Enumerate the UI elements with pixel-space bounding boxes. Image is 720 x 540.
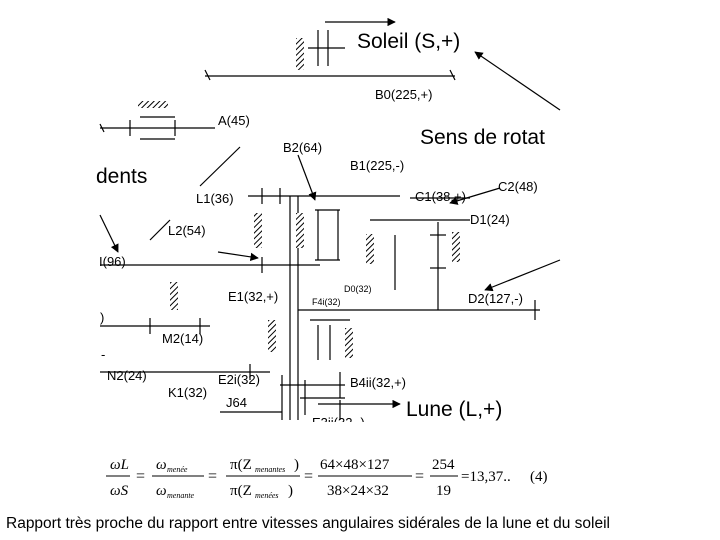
b0-label: B0(225,+)	[375, 87, 432, 102]
e2i-label: E2i(32)	[218, 372, 260, 387]
support-m2	[170, 282, 178, 310]
omega-l: ωL	[110, 457, 129, 473]
c2-label: C2(48)	[498, 179, 538, 194]
sub-menante: menante	[167, 491, 195, 500]
edge-paren-label: )	[100, 310, 104, 325]
pi-denominator: π(Z	[230, 483, 252, 499]
n2-label: N2(24)	[107, 368, 147, 383]
soleil-heading: Soleil (S,+)	[357, 30, 460, 53]
mechanism-lines	[99, 17, 561, 420]
a-label: A(45)	[218, 113, 250, 128]
b2-label: B2(64)	[283, 140, 322, 155]
l2-label: L2(54)	[168, 223, 206, 238]
support-d1	[452, 232, 460, 262]
close-den: )	[288, 483, 293, 499]
j64-label: J64	[226, 395, 247, 410]
b1-label: B1(225,-)	[350, 158, 404, 173]
l1-label: L1(36)	[196, 191, 234, 206]
caption: Rapport très proche du rapport entre vit…	[6, 515, 610, 532]
fraction-denominator: 38×24×32	[327, 483, 389, 499]
d2-label: D2(127,-)	[468, 291, 523, 306]
hatched-supports	[138, 38, 460, 358]
support-b2	[296, 213, 304, 248]
e1-label: E1(32,+)	[228, 289, 278, 304]
omega-menee: ω	[156, 457, 167, 473]
i96-label: I(96)	[99, 254, 126, 269]
c1-label: C1(38,+)	[415, 189, 466, 204]
result-numerator: 254	[432, 457, 455, 473]
sens-rotation-heading: Sens de rotat	[420, 126, 545, 149]
equals-1: =	[136, 468, 145, 485]
k1-label: K1(32)	[168, 385, 207, 400]
support-f4	[345, 328, 353, 358]
support-l1	[254, 213, 262, 248]
lune-heading: Lune (L,+)	[406, 398, 502, 421]
ratio-equation: ωL ωS = ω menée ω menante = π(Z menantes…	[106, 457, 548, 500]
d1-label: D1(24)	[470, 212, 510, 227]
result-denominator: 19	[436, 483, 451, 499]
equals-2: =	[208, 468, 217, 485]
support-c1	[366, 234, 374, 264]
sub-menantes: menantes	[255, 465, 285, 474]
labels: Soleil (S,+) B0(225,+) A(45) Sens de rot…	[96, 30, 545, 430]
equals-4: =	[415, 468, 424, 485]
support-top-bar	[138, 101, 168, 108]
close-num: )	[294, 457, 299, 473]
m2-label: M2(14)	[162, 331, 203, 346]
fraction-numerator: 64×48×127	[320, 457, 390, 473]
diagram-crop-mask	[0, 422, 720, 452]
sub-menees: menées	[255, 491, 279, 500]
equals-3: =	[304, 468, 313, 485]
omega-menante: ω	[156, 483, 167, 499]
b4ii-label: B4ii(32,+)	[350, 375, 406, 390]
pi-numerator: π(Z	[230, 457, 252, 473]
sub-menee: menée	[167, 465, 188, 474]
d0-label: D0(32)	[344, 284, 372, 294]
edge-dash-label: -	[101, 347, 105, 362]
support-e1	[268, 320, 276, 352]
support-soleil	[296, 38, 304, 70]
equation-reference: (4)	[530, 469, 548, 485]
dents-heading: dents	[96, 165, 147, 188]
f4-label: F4i(32)	[312, 297, 341, 307]
result-value: =13,37..	[461, 469, 511, 485]
omega-s: ωS	[110, 483, 129, 499]
